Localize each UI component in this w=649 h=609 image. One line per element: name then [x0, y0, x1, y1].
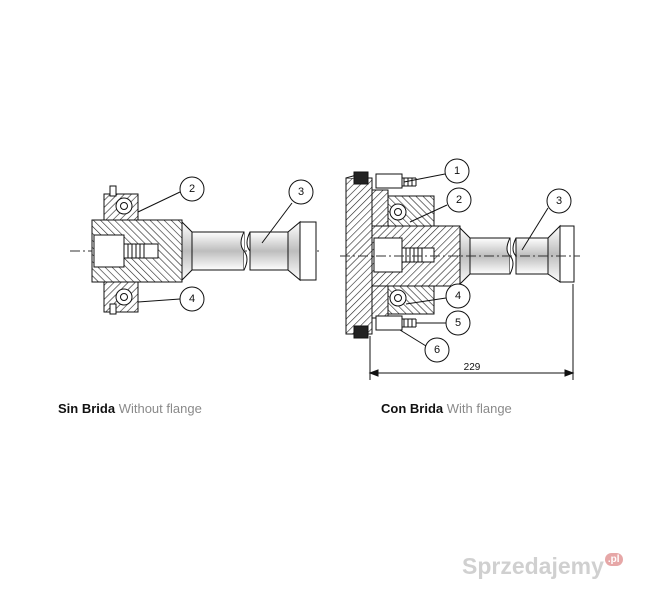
right-assembly	[340, 171, 580, 339]
right-callout-5: 5	[416, 310, 471, 336]
svg-text:2: 2	[456, 194, 462, 206]
left-callout-2: 2	[137, 176, 205, 213]
right-callout-2: 2	[409, 187, 472, 223]
svg-text:3: 3	[556, 195, 562, 207]
left-callout-3: 3	[261, 179, 314, 244]
svg-text:3: 3	[298, 186, 304, 198]
caption-left-strong: Sin Brida	[58, 401, 116, 416]
svg-text:5: 5	[455, 317, 461, 329]
caption-right-strong: Con Brida	[381, 401, 444, 416]
caption-with-flange: Con Brida With flange	[381, 401, 512, 416]
caption-without-flange: Sin Brida Without flange	[58, 401, 202, 416]
svg-text:4: 4	[455, 290, 461, 302]
right-callout-3: 3	[521, 188, 572, 251]
left-neck	[181, 220, 193, 282]
right-bolt-bottom	[375, 315, 403, 331]
svg-text:4: 4	[189, 293, 195, 305]
watermark-logo: Sprzedajemy.pl	[462, 553, 623, 580]
right-dimension: 229	[368, 284, 575, 380]
left-bore	[93, 234, 125, 268]
svg-text:1: 1	[454, 165, 460, 177]
right-yoke	[547, 224, 561, 283]
right-callout-6: 6	[399, 329, 450, 363]
left-shaft	[191, 231, 245, 271]
caption-right-light: With flange	[446, 401, 512, 416]
svg-text:229: 229	[464, 362, 481, 373]
right-bolt-top	[375, 173, 403, 189]
left-assembly	[70, 185, 322, 315]
caption-left-light: Without flange	[118, 401, 202, 416]
right-callout-1: 1	[403, 158, 470, 184]
left-yoke	[287, 220, 301, 282]
watermark-text: Sprzedajemy	[462, 553, 604, 579]
svg-text:2: 2	[189, 183, 195, 195]
left-stud	[123, 243, 159, 259]
svg-text:6: 6	[434, 344, 440, 356]
left-callout-4: 4	[137, 286, 205, 312]
watermark-suffix: .pl	[604, 553, 623, 566]
right-callout-4: 4	[405, 283, 471, 309]
